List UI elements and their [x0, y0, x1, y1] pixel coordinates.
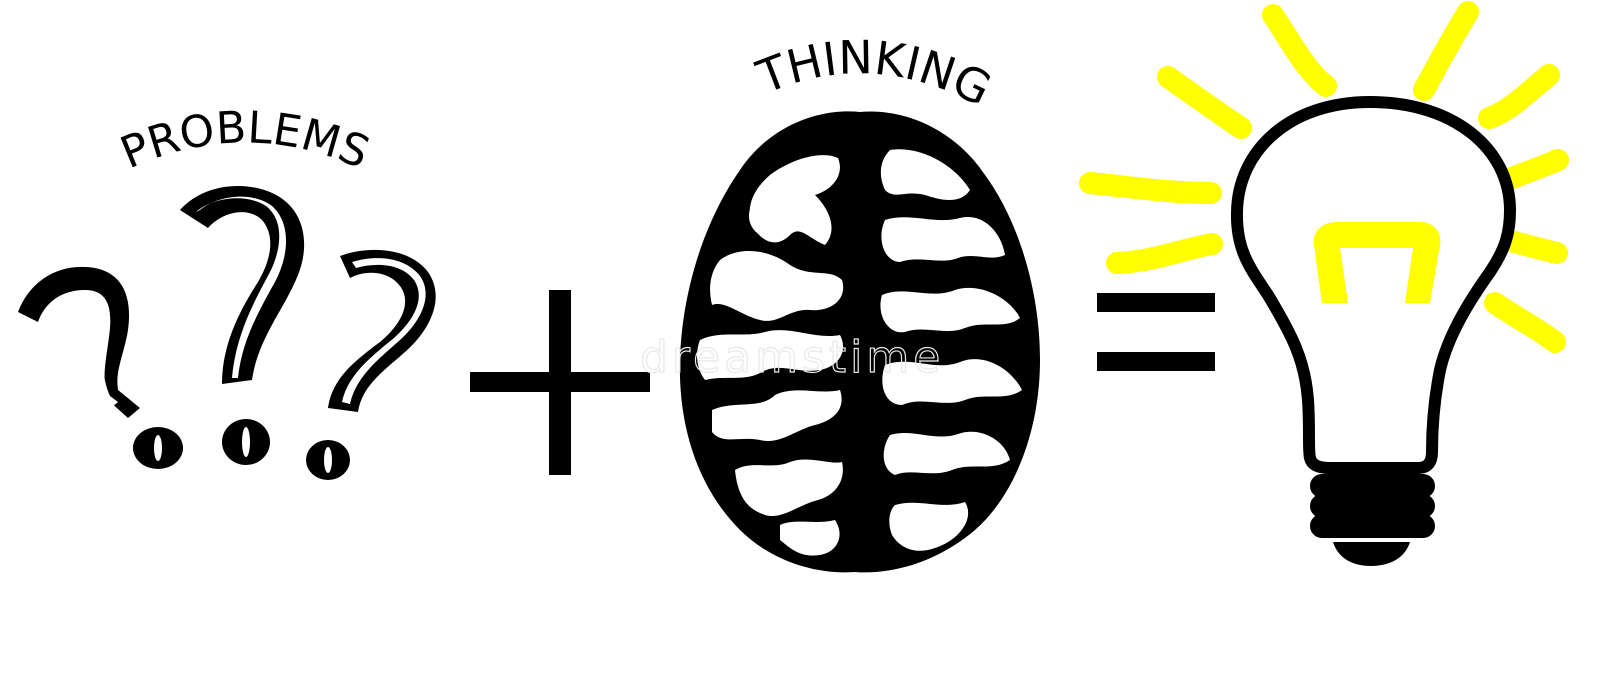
question-mark-left-icon [18, 266, 183, 469]
filament-icon [1313, 222, 1441, 303]
light-bulb-icon [1230, 95, 1517, 566]
thinking-label: THINKING [749, 30, 1000, 116]
light-rays-icon [1079, 1, 1569, 353]
question-mark-middle-icon [180, 185, 305, 465]
plus-sign-icon [470, 290, 650, 475]
question-mark-right-icon [306, 249, 436, 480]
watermark-text: dreamstime [640, 332, 944, 383]
equals-sign-icon [1097, 293, 1215, 371]
question-marks-icon [18, 185, 436, 480]
bulb-base-icon [1310, 474, 1435, 566]
problems-label: PROBLEMS [114, 102, 377, 179]
brain-icon [679, 111, 1040, 573]
